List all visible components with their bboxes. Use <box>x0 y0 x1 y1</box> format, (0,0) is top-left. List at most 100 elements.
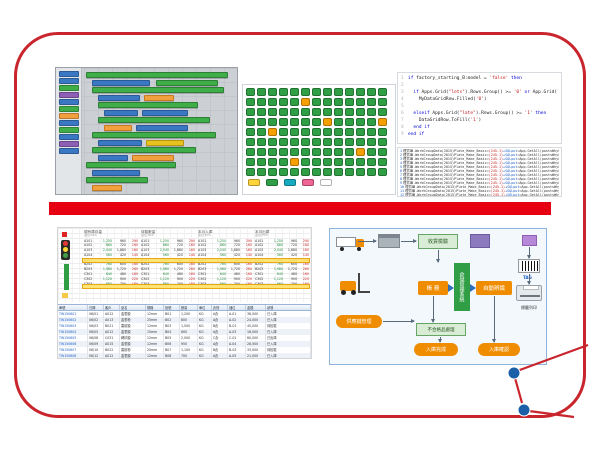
status-cell[interactable] <box>334 98 343 106</box>
toolbox-block[interactable] <box>58 106 79 112</box>
status-cell[interactable] <box>356 158 365 166</box>
status-cell[interactable] <box>345 128 354 136</box>
script-block[interactable] <box>92 147 196 153</box>
script-block[interactable] <box>98 94 140 101</box>
status-cell[interactable] <box>312 148 321 156</box>
status-cell[interactable] <box>279 118 288 126</box>
status-cell[interactable] <box>268 108 277 116</box>
status-cell[interactable] <box>301 128 310 136</box>
status-cell[interactable] <box>356 118 365 126</box>
status-cell[interactable] <box>367 138 376 146</box>
status-cell[interactable] <box>323 128 332 136</box>
status-cell[interactable] <box>290 168 299 176</box>
script-block[interactable] <box>104 124 132 131</box>
status-cell[interactable] <box>290 138 299 146</box>
status-cell[interactable] <box>378 88 387 96</box>
status-cell[interactable] <box>367 98 376 106</box>
status-cell[interactable] <box>246 88 255 96</box>
status-cell[interactable] <box>378 128 387 136</box>
script-block[interactable] <box>92 184 122 191</box>
status-cell[interactable] <box>345 148 354 156</box>
status-cell[interactable] <box>367 158 376 166</box>
status-cell[interactable] <box>345 158 354 166</box>
script-block[interactable] <box>92 79 150 86</box>
status-cell[interactable] <box>378 108 387 116</box>
status-cell[interactable] <box>367 168 376 176</box>
script-block[interactable] <box>86 162 176 168</box>
status-cell[interactable] <box>334 168 343 176</box>
status-cell[interactable] <box>279 168 288 176</box>
status-cell[interactable] <box>378 158 387 166</box>
status-cell[interactable] <box>290 108 299 116</box>
status-cell[interactable] <box>268 88 277 96</box>
script-block[interactable] <box>86 72 228 78</box>
status-cell[interactable] <box>312 118 321 126</box>
status-cell[interactable] <box>378 148 387 156</box>
status-cell[interactable] <box>257 118 266 126</box>
script-block[interactable] <box>156 79 218 86</box>
status-cell[interactable] <box>323 148 332 156</box>
toolbox-block[interactable] <box>58 85 79 91</box>
status-cell[interactable] <box>279 148 288 156</box>
script-block[interactable] <box>142 109 188 116</box>
script-block[interactable] <box>146 139 184 146</box>
status-cell[interactable] <box>356 88 365 96</box>
status-cell[interactable] <box>301 138 310 146</box>
script-block[interactable] <box>98 102 198 108</box>
status-cell[interactable] <box>367 128 376 136</box>
script-block[interactable] <box>144 94 174 101</box>
status-cell[interactable] <box>279 108 288 116</box>
status-cell[interactable] <box>268 168 277 176</box>
status-cell[interactable] <box>301 148 310 156</box>
status-cell[interactable] <box>334 128 343 136</box>
status-cell[interactable] <box>323 118 332 126</box>
script-block[interactable] <box>132 154 174 161</box>
script-block[interactable] <box>92 87 224 93</box>
status-cell[interactable] <box>279 138 288 146</box>
status-cell[interactable] <box>290 148 299 156</box>
status-cell[interactable] <box>323 138 332 146</box>
script-block[interactable] <box>98 154 128 161</box>
status-cell[interactable] <box>246 128 255 136</box>
status-cell[interactable] <box>268 128 277 136</box>
status-cell[interactable] <box>334 148 343 156</box>
status-cell[interactable] <box>301 158 310 166</box>
status-cell[interactable] <box>356 108 365 116</box>
status-cell[interactable] <box>378 168 387 176</box>
script-block[interactable] <box>86 177 148 183</box>
legend-swatch[interactable] <box>302 179 314 186</box>
toolbox-block[interactable] <box>58 99 79 105</box>
status-cell[interactable] <box>257 138 266 146</box>
status-cell[interactable] <box>246 108 255 116</box>
status-cell[interactable] <box>345 168 354 176</box>
toolbox-block[interactable] <box>58 148 79 154</box>
status-cell[interactable] <box>312 108 321 116</box>
status-cell[interactable] <box>367 148 376 156</box>
status-cell[interactable] <box>257 168 266 176</box>
status-cell[interactable] <box>312 98 321 106</box>
status-cell[interactable] <box>246 118 255 126</box>
script-block[interactable] <box>98 139 142 146</box>
blockly-toolbox[interactable] <box>56 68 82 194</box>
status-cell[interactable] <box>345 118 354 126</box>
status-cell[interactable] <box>334 108 343 116</box>
status-cell[interactable] <box>356 128 365 136</box>
status-cell[interactable] <box>290 118 299 126</box>
status-cell[interactable] <box>301 118 310 126</box>
status-cell[interactable] <box>301 88 310 96</box>
status-cell[interactable] <box>378 138 387 146</box>
toolbox-block[interactable] <box>58 71 79 77</box>
status-cell[interactable] <box>279 88 288 96</box>
status-cell[interactable] <box>301 98 310 106</box>
toolbox-block[interactable] <box>58 127 79 133</box>
status-cell[interactable] <box>257 158 266 166</box>
status-cell[interactable] <box>312 138 321 146</box>
legend-swatch[interactable] <box>266 179 278 186</box>
status-cell[interactable] <box>246 138 255 146</box>
status-cell[interactable] <box>246 148 255 156</box>
status-cell[interactable] <box>268 148 277 156</box>
